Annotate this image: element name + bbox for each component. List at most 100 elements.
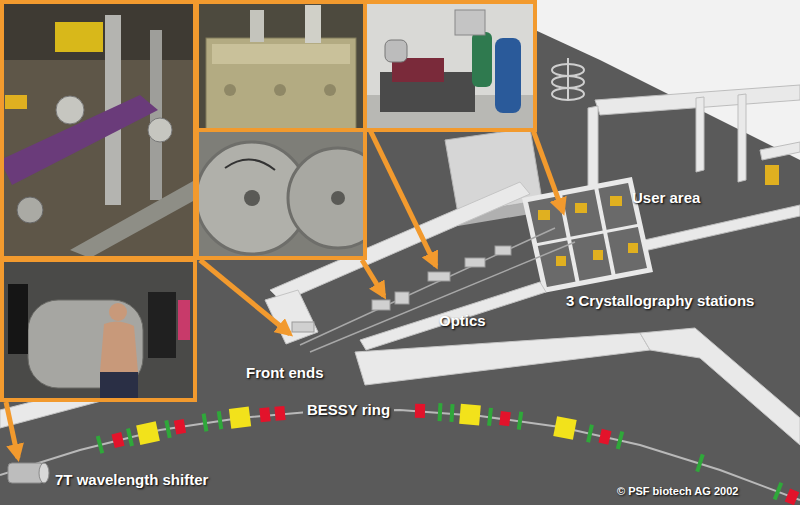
photo-station <box>365 0 535 130</box>
photo-wavelength-shifter <box>0 260 195 400</box>
round-flange <box>288 148 365 248</box>
bolt <box>274 84 286 96</box>
illustration-part <box>695 454 704 472</box>
front-end-element <box>292 322 314 332</box>
illustration-part <box>586 424 594 442</box>
photo-frame <box>365 2 535 130</box>
sextupole-magnet <box>499 411 511 426</box>
quadrupole-magnet <box>616 431 624 449</box>
quadrupole-magnet <box>695 454 704 472</box>
sextupole-magnet <box>274 406 285 421</box>
photo-front-end-lab <box>0 0 195 258</box>
quadrupole-magnet <box>202 413 209 431</box>
yellow-device <box>55 22 103 52</box>
equipment-box <box>765 165 779 185</box>
equipment-box <box>610 196 622 206</box>
pointer-arrow <box>6 402 18 458</box>
pink-device <box>178 300 190 340</box>
optics-components <box>372 246 511 310</box>
photo-frame <box>197 2 365 130</box>
area-label: BESSY ring <box>303 401 394 419</box>
pointer-arrow <box>200 260 290 334</box>
equipment-box <box>538 210 550 220</box>
illustration-part <box>616 431 624 449</box>
flange <box>148 118 172 142</box>
illustration-part <box>164 420 171 438</box>
quadrupole-magnet <box>126 428 134 446</box>
quadrupole-magnet <box>438 403 443 421</box>
illustration-part <box>136 421 160 445</box>
person-head <box>109 303 127 321</box>
person-legs <box>100 372 138 400</box>
purple-hose <box>0 95 158 185</box>
ring-wall <box>640 328 800 445</box>
illustration-part <box>415 404 425 418</box>
optics-element <box>372 300 390 310</box>
quadrupole-magnet <box>96 435 104 453</box>
illustration-part <box>487 408 493 426</box>
illustration-part <box>499 411 511 426</box>
shifter-end <box>39 463 49 483</box>
hutch-outline <box>525 180 650 290</box>
quadrupole-magnet <box>487 408 493 426</box>
photo-frame <box>2 260 195 400</box>
orange-device <box>5 95 27 109</box>
quadrupole-magnet <box>449 404 454 422</box>
equipment-box <box>628 243 638 253</box>
rack <box>8 284 28 354</box>
illustration-part <box>96 435 104 453</box>
wavelength-shifter <box>8 463 49 483</box>
illustration-part <box>217 411 223 429</box>
optics-element <box>465 258 485 267</box>
outside-area <box>535 0 800 160</box>
area-label: Optics <box>439 312 486 330</box>
equipment-box <box>593 250 603 260</box>
photo-ground <box>365 0 535 130</box>
flange <box>56 96 84 124</box>
quadrupole-magnet <box>164 420 171 438</box>
tank-port <box>305 5 321 43</box>
quadrupole-magnet <box>586 424 594 442</box>
illustration-part <box>202 413 209 431</box>
wall <box>588 106 598 192</box>
optics-element <box>428 272 450 281</box>
illustration-part <box>126 428 134 446</box>
illustration-part <box>517 412 523 430</box>
photo-frame <box>197 130 365 258</box>
pointer-arrow <box>370 130 436 266</box>
flange <box>17 197 43 223</box>
illustration-part <box>773 482 783 500</box>
quadrupole-magnet <box>217 411 223 429</box>
photo-ground <box>0 0 195 258</box>
dipole-magnet <box>136 421 160 445</box>
quadrupole-magnet <box>773 482 783 500</box>
gas-cylinder <box>472 32 492 87</box>
goniometer <box>385 40 407 62</box>
illustration-part <box>459 404 481 426</box>
bolt <box>224 84 236 96</box>
ring-magnets <box>96 403 799 505</box>
illustration-part <box>229 406 251 428</box>
sextupole-magnet <box>259 407 270 422</box>
photo-ground <box>0 260 195 400</box>
illustration-part <box>785 489 800 505</box>
area-label: User area <box>632 189 700 207</box>
ring-beam-path <box>0 410 800 500</box>
hutch-partition <box>535 225 640 245</box>
sextupole-magnet <box>111 432 124 448</box>
ring-wall <box>355 333 650 385</box>
illustration-part <box>449 404 454 422</box>
cable <box>225 159 275 170</box>
pointer-arrow <box>533 130 563 212</box>
area-label: 7T wavelength shifter <box>55 471 208 489</box>
flange-port <box>244 190 260 206</box>
cabinet <box>455 10 485 35</box>
rack <box>148 292 176 358</box>
illustration-part <box>174 419 186 435</box>
optics-element <box>395 292 409 304</box>
equipment-box <box>575 203 587 213</box>
photo-frame <box>2 2 195 258</box>
